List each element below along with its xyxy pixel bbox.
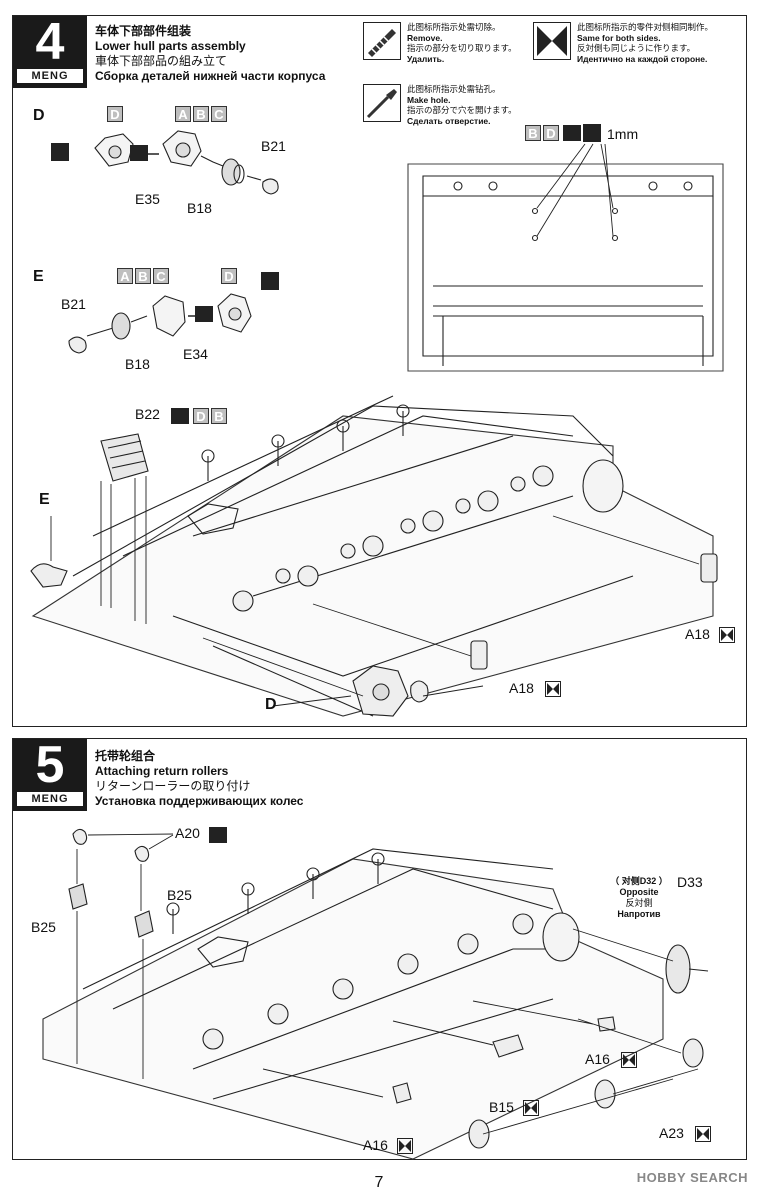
swap-arrow-icon-4 — [171, 408, 189, 424]
legend-drill-cn: 此图标所指示处需钻孔。 — [407, 84, 501, 94]
step4-title-ru: Сборка деталей нижней части корпуса — [95, 69, 326, 83]
part-label-D33: D33 — [677, 874, 703, 890]
step4-title-jp: 車体下部部品の組み立て — [95, 54, 228, 68]
step5-title-jp: リターンローラーの取り付け — [95, 779, 251, 793]
opposite-jp: 反対側 — [625, 898, 653, 908]
box-label-C-mid: C — [153, 268, 169, 284]
legend-both-sides: 此图标所指示的零件对侧相同制作。 Same for both sides. 反対… — [533, 22, 743, 64]
box-label-D-b22: D — [193, 408, 209, 424]
cutter-icon — [363, 22, 401, 60]
opposite-en: Opposite — [619, 887, 659, 897]
box-label-B-top: B — [193, 106, 209, 122]
legend-remove-cn: 此图标所指示处需切除。 — [407, 22, 501, 32]
part-label-A20: A20 — [175, 825, 200, 841]
watermark: HOBBY SEARCH — [636, 1170, 748, 1185]
step4-label-D: D — [33, 107, 45, 124]
opposite-cn: （ 对侧D32 ） — [610, 876, 668, 886]
swap-arrow-icon-3 — [563, 125, 581, 141]
both-sides-small-icon-6 — [397, 1138, 413, 1154]
step4-title: 车体下部部件组装 Lower hull parts assembly 車体下部部… — [95, 24, 325, 84]
legend-drill-jp: 指示の部分で穴を開けます。 — [407, 105, 517, 115]
part-label-B22: B22 — [135, 406, 160, 422]
legend-remove-ru: Удалить. — [407, 53, 445, 64]
box-label-B-inset: B — [525, 125, 541, 141]
part-label-B15: B15 — [489, 1099, 514, 1115]
step5-title: 托带轮组合 Attaching return rollers リターンローラーの… — [95, 749, 303, 809]
both-sides-small-icon-5 — [695, 1126, 711, 1142]
step4-title-en: Lower hull parts assembly — [95, 39, 246, 53]
part-label-A23: A23 — [659, 1125, 684, 1141]
box-label-B-mid: B — [135, 268, 151, 284]
step5-title-ru: Установка поддерживающих колес — [95, 794, 304, 808]
legend-remove-en: Remove. — [407, 32, 443, 43]
step5-badge: 5 MENG — [13, 736, 87, 811]
swap-arrow-icon-2 — [195, 306, 213, 322]
part-label-A16-b: A16 — [363, 1137, 388, 1153]
step4-brand-logo: MENG — [17, 69, 83, 83]
part-label-E34: E34 — [183, 346, 208, 362]
part-label-B25-b: B25 — [167, 887, 192, 903]
opposite-note: （ 对侧D32 ） Opposite 反対側 Напротив — [599, 876, 679, 920]
drill-size-label: 1mm — [607, 126, 639, 142]
drill-icon — [363, 84, 401, 122]
legend-drill-ru: Сделать отверстие. — [407, 115, 491, 126]
swap-arrow-icon — [130, 145, 148, 161]
step4-title-cn: 车体下部部件组装 — [95, 24, 192, 38]
remove-small-icon — [51, 143, 69, 161]
remove-small-icon-2 — [261, 272, 279, 290]
step4-line-art — [30, 130, 724, 717]
box-label-A-mid: A — [117, 268, 133, 284]
legend-remove: 此图标所指示处需切除。 Remove. 指示の部分を切り取ります。 Удалит… — [363, 22, 543, 64]
both-sides-icon — [533, 22, 571, 60]
part-label-B21-b: B21 — [61, 296, 86, 312]
both-sides-small-icon-2 — [545, 681, 561, 697]
drill-small-icon — [583, 124, 601, 142]
step4-label-E-left: E — [39, 491, 50, 508]
box-label-A-top: A — [175, 106, 191, 122]
box-label-D-inset: D — [543, 125, 559, 141]
part-label-B21-a: B21 — [261, 138, 286, 154]
page-number: 7 — [374, 1174, 384, 1191]
legend-drill-en: Make hole. — [407, 94, 451, 105]
box-label-C-top: C — [211, 106, 227, 122]
both-sides-small-icon-3 — [621, 1052, 637, 1068]
both-sides-small-icon — [719, 627, 735, 643]
opposite-ru: Напротив — [617, 909, 661, 919]
step5-title-cn: 托带轮组合 — [95, 749, 156, 763]
legend-both-jp: 反対側も同じように作ります。 — [577, 43, 696, 53]
step5-brand-logo: MENG — [17, 792, 83, 806]
box-label-D-top: D — [107, 106, 123, 122]
part-label-A18-a: A18 — [685, 626, 710, 642]
swap-arrow-icon-5 — [209, 827, 227, 843]
box-label-B-b22: B — [211, 408, 227, 424]
step4-badge: 4 MENG — [13, 13, 87, 88]
legend-both-cn: 此图标所指示的零件对侧相同制作。 — [577, 22, 714, 32]
step5-number: 5 — [35, 736, 65, 794]
step4-panel: 4 MENG 车体下部部件组装 Lower hull parts assembl… — [12, 13, 747, 727]
step4-label-D-bottom: D — [265, 696, 277, 713]
both-sides-small-icon-4 — [523, 1100, 539, 1116]
part-label-A16-a: A16 — [585, 1051, 610, 1067]
step5-title-en: Attaching return rollers — [95, 764, 229, 778]
box-label-D-mid: D — [221, 268, 237, 284]
part-label-E35: E35 — [135, 191, 160, 207]
step5-line-art — [42, 828, 709, 1160]
part-label-B18-a: B18 — [187, 200, 212, 216]
part-label-A18-b: A18 — [509, 680, 534, 696]
legend-both-en: Same for both sides. — [577, 32, 661, 43]
step4-number: 4 — [35, 13, 65, 71]
part-label-B25-a: B25 — [31, 919, 56, 935]
part-label-B18-b: B18 — [125, 356, 150, 372]
step4-label-E: E — [33, 268, 44, 285]
legend-both-ru: Идентично на каждой стороне. — [577, 53, 708, 64]
legend-remove-jp: 指示の部分を切り取ります。 — [407, 43, 517, 53]
legend-drill: 此图标所指示处需钻孔。 Make hole. 指示の部分で穴を開けます。 Сде… — [363, 84, 543, 126]
step5-panel: 5 MENG 托带轮组合 Attaching return rollers リタ… — [12, 736, 747, 1160]
